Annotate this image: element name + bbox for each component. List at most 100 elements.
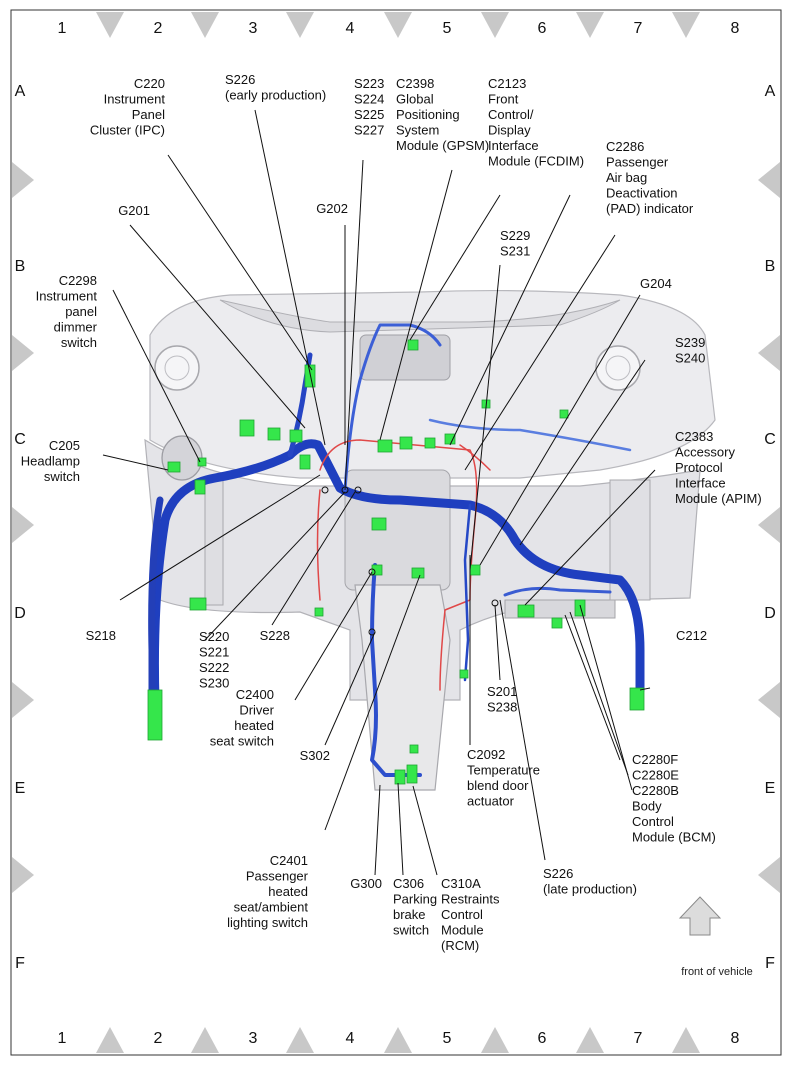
label-line: Module <box>441 923 484 938</box>
grid-row-label-left: D <box>14 605 26 622</box>
grid-row-label-right: E <box>765 780 776 797</box>
center-console <box>354 584 451 791</box>
label-line: S302 <box>300 748 330 763</box>
grid-marker-bottom <box>96 1027 124 1053</box>
label-line: S226 <box>543 866 573 881</box>
label-line: S227 <box>354 123 384 138</box>
grid-marker-right <box>758 857 780 893</box>
grid-marker-left <box>12 682 34 718</box>
label-line: S220 <box>199 629 229 644</box>
connector-block <box>371 517 387 531</box>
label-s226-early: S226(early production) <box>225 72 326 103</box>
leader-line <box>129 224 306 429</box>
label-line: S225 <box>354 107 384 122</box>
label-line: switch <box>44 469 80 484</box>
connector-block <box>407 339 419 351</box>
connector-block <box>551 617 563 629</box>
label-line: Temperature <box>467 763 540 778</box>
connector-block <box>267 427 281 441</box>
wire-harness <box>148 323 645 777</box>
grid-marker-right <box>758 335 780 371</box>
label-line: Headlamp <box>21 454 80 469</box>
grid-marker-left <box>12 507 34 543</box>
label-line: G201 <box>118 203 150 218</box>
label-line: dimmer <box>54 320 98 335</box>
leader-line <box>464 234 616 471</box>
grid-marker-left <box>12 162 34 198</box>
label-line: (RCM) <box>441 938 479 953</box>
left-vent <box>154 345 200 391</box>
grid-column-label-bottom: 8 <box>731 1030 740 1047</box>
label-line: (PAD) indicator <box>606 201 694 216</box>
label-line: S239 <box>675 335 705 350</box>
grid-marker-top <box>576 12 604 38</box>
leader-line <box>374 784 381 876</box>
label-line: Display <box>488 123 531 138</box>
leader-line <box>579 604 633 791</box>
leader-line <box>254 109 326 446</box>
leader-line <box>409 194 501 341</box>
connector-block <box>147 689 163 741</box>
grid-marker-right <box>758 682 780 718</box>
label-line: C2280F <box>632 752 678 767</box>
label-line: Module (BCM) <box>632 830 716 845</box>
splice-marker <box>368 568 376 576</box>
label-line: panel <box>65 304 97 319</box>
center-display-housing <box>359 334 451 381</box>
label-line: seat/ambient <box>234 900 309 915</box>
label-line: lighting switch <box>227 915 308 930</box>
leader-line <box>324 631 376 746</box>
label-line: brake <box>393 907 426 922</box>
leader-line <box>569 611 629 776</box>
label-line: System <box>396 123 439 138</box>
grid-column-label-bottom: 5 <box>443 1030 452 1047</box>
label-line: S226 <box>225 72 255 87</box>
label-g202: G202 <box>316 201 348 216</box>
label-line: C306 <box>393 876 424 891</box>
label-line: blend door <box>467 778 529 793</box>
diagram-border <box>10 9 782 1056</box>
label-line: heated <box>268 884 308 899</box>
grid-column-label-bottom: 7 <box>634 1030 643 1047</box>
grid-column-label-bottom: 2 <box>154 1030 163 1047</box>
connector-block <box>459 669 469 679</box>
label-line: seat switch <box>210 734 274 749</box>
label-line: Parking <box>393 892 437 907</box>
label-line: C212 <box>676 628 707 643</box>
grid-column-label-top: 4 <box>346 20 355 37</box>
grid-marker-bottom <box>672 1027 700 1053</box>
label-line: Front <box>488 92 519 107</box>
grid-marker-left <box>12 857 34 893</box>
label-line: Passenger <box>606 155 669 170</box>
connector-block <box>299 454 311 470</box>
label-s226-late: S226(late production) <box>543 866 637 897</box>
grid-marker-top <box>481 12 509 38</box>
grid-marker-top <box>384 12 412 38</box>
grid-markers <box>12 12 780 1053</box>
label-line: C2280B <box>632 783 679 798</box>
connector-block <box>189 597 207 611</box>
leader-line <box>499 599 546 861</box>
connector-block <box>469 564 481 576</box>
right-vent <box>595 345 641 391</box>
leader-line <box>324 574 421 831</box>
label-line: G204 <box>640 276 672 291</box>
label-line: S228 <box>260 628 290 643</box>
grid-column-label-top: 2 <box>154 20 163 37</box>
leader-line <box>412 785 438 876</box>
grid-marker-bottom <box>481 1027 509 1053</box>
label-line: C310A <box>441 876 481 891</box>
leader-line <box>112 289 201 463</box>
label-line: C205 <box>49 438 80 453</box>
